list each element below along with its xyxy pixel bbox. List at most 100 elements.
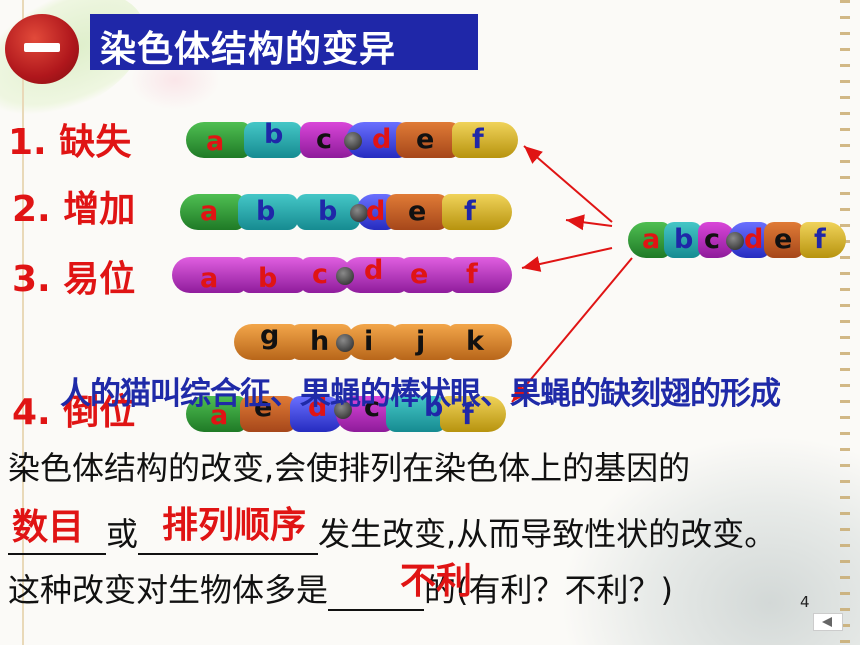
arrow-to-translocation [521, 247, 613, 272]
gene-letter: a [206, 126, 225, 157]
label-deletion: 1. 缺失 [8, 122, 132, 163]
gene-segment [628, 222, 670, 258]
gene-letter: e [416, 124, 435, 155]
gene-letter: d [308, 392, 328, 423]
gene-segment [186, 396, 246, 432]
gene-letter: k [466, 326, 484, 357]
gene-letter: d [364, 255, 384, 286]
label-duplication: 2. 增加 [12, 189, 136, 230]
chromosome-original: a b c d e f [628, 222, 846, 258]
answer-order: 排列顺序 [162, 505, 307, 546]
answer-unfavorable: 不利 [400, 561, 473, 602]
gene-segment [386, 396, 446, 432]
gene-letter: f [472, 124, 484, 155]
gene-letter: b [424, 392, 444, 423]
conclusion-line-1: 染色体结构的改变,会使排列在染色体上的基因的 [8, 449, 691, 487]
gene-letter: f [814, 224, 826, 255]
gene-letter: e [254, 392, 273, 423]
gene-segment [764, 222, 804, 258]
gene-segment [450, 257, 512, 293]
gene-segment [386, 194, 448, 230]
gene-letter: a [210, 400, 229, 431]
gene-letter: e [774, 224, 793, 255]
gene-letter: d [744, 224, 764, 255]
gene-letter: b [318, 196, 338, 227]
gene-segment [186, 122, 250, 158]
page-number: 4 [800, 593, 810, 611]
gene-letter: a [200, 196, 219, 227]
gene-letter: f [462, 400, 474, 431]
chromosome-translocation: a b c d e f [172, 255, 512, 294]
gene-letter: a [642, 224, 661, 255]
conclusion-or: 或 [106, 515, 139, 553]
gene-segment [448, 324, 512, 360]
gene-letter: f [464, 196, 476, 227]
gene-letter: d [366, 196, 386, 227]
background-tree-decoration [560, 435, 860, 645]
arrow-to-inversion [511, 257, 633, 403]
centromere [726, 232, 744, 250]
gene-segment [180, 194, 244, 230]
conclusion-line-2-rest: 发生改变,从而导致性状的改变。 [318, 515, 777, 553]
gene-letter: e [408, 196, 427, 227]
centromere [336, 334, 354, 352]
chromosome-nonhomologous: g h i j k [234, 320, 512, 360]
centromere [344, 132, 362, 150]
gene-segment [440, 396, 506, 432]
blank-2[interactable] [138, 515, 319, 555]
blank-3[interactable] [328, 571, 425, 611]
gene-letter: b [256, 196, 276, 227]
gene-segment [238, 194, 298, 230]
gene-segment [240, 257, 306, 293]
gene-letter: c [704, 224, 721, 255]
gene-letter: e [410, 259, 429, 290]
page-title: 染色体结构的变异 [100, 29, 397, 70]
gene-letter: h [310, 326, 330, 357]
dotted-border [840, 0, 850, 645]
gene-letter: c [312, 259, 329, 290]
gene-segment [442, 194, 512, 230]
example-caption: 人的猫叫综合征、果蝇的棒状眼、果蝇的缺刻翅的形成 [60, 376, 781, 412]
centromere [350, 204, 368, 222]
gene-segment [296, 194, 360, 230]
gene-segment [452, 122, 518, 158]
gene-segment [396, 122, 460, 158]
label-translocation: 3. 易位 [12, 259, 136, 300]
gene-segment [240, 396, 296, 432]
gene-segment [392, 324, 454, 360]
gene-letter: b [264, 119, 284, 150]
conclusion-line-3-start: 这种改变对生物体多是 [8, 571, 329, 609]
conclusion-line-3: 这种改变对生物体多是 的(有利？不利？) [8, 565, 673, 611]
gene-segment [234, 324, 298, 360]
gene-letter: d [372, 124, 392, 155]
gene-segment [664, 222, 702, 258]
gene-segment [800, 222, 846, 258]
centromere [334, 401, 352, 419]
arrow-to-duplication [565, 214, 613, 231]
gene-letter: c [316, 124, 333, 155]
centromere [336, 267, 354, 285]
conclusion-line-3-end: 的(有利？不利？) [424, 571, 673, 609]
chromosome-deletion: a b c d e f [186, 119, 518, 158]
gene-segment [346, 324, 398, 360]
gene-segment [172, 257, 246, 293]
gene-segment [400, 257, 456, 293]
gene-letter: f [466, 259, 478, 290]
section-number-badge [5, 14, 79, 84]
gene-letter: a [200, 263, 219, 294]
conclusion-line-2: 或 发生改变,从而导致性状的改变。 [8, 509, 776, 555]
margin-line [22, 0, 24, 645]
gene-letter: b [258, 263, 278, 294]
arrow-to-deletion [523, 145, 613, 223]
chromosome-inversion: a e d c b f [186, 392, 506, 432]
gene-letter: b [674, 224, 694, 255]
blank-1[interactable] [8, 515, 106, 555]
gene-segment [244, 122, 302, 158]
chromosome-duplication: a b b d e f [180, 194, 512, 230]
gene-letter: c [364, 392, 381, 423]
title-bar: 染色体结构的变异 [90, 14, 478, 70]
previous-slide-button[interactable] [813, 613, 843, 631]
gene-letter: j [416, 326, 426, 357]
label-inversion: 4. 倒位 [12, 392, 136, 433]
